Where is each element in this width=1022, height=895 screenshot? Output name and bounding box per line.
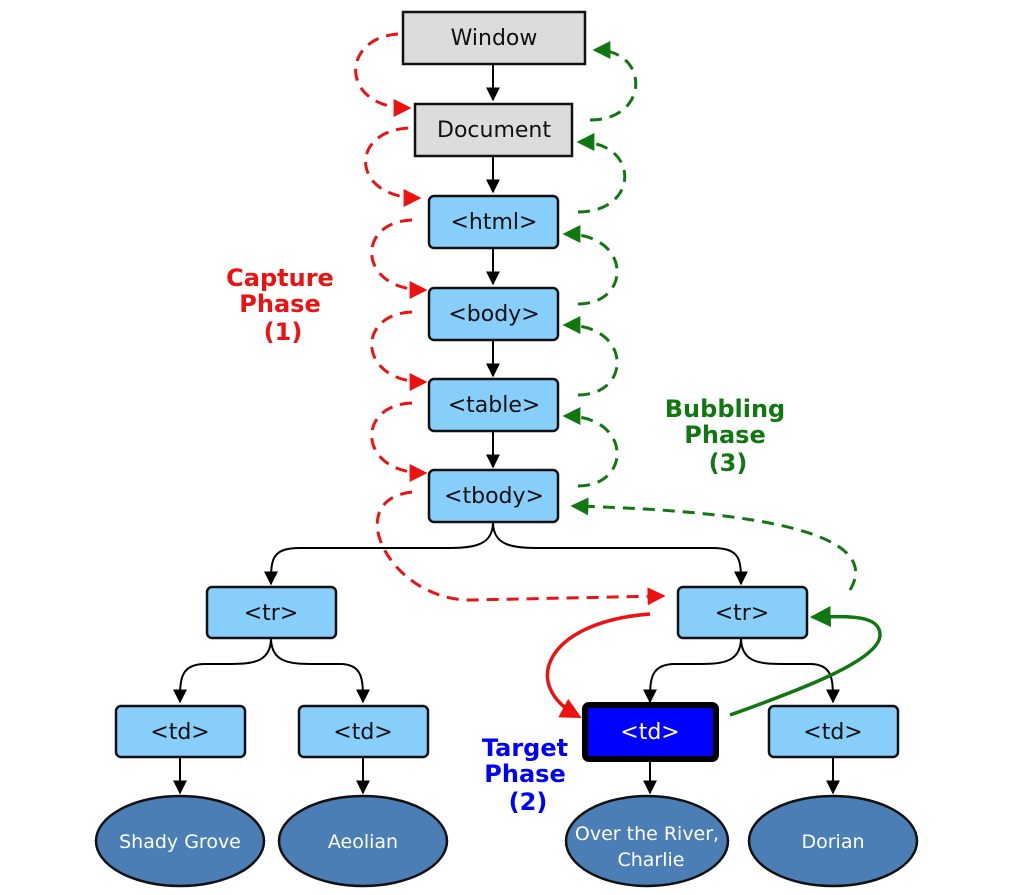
leaf-4-label: Dorian [801, 831, 864, 853]
node-window-label: Window [451, 26, 538, 51]
node-html: <html> [427, 194, 560, 250]
capture-arrow-document-html [364, 126, 422, 207]
target-arrow-tr-td [545, 612, 651, 718]
bubbling-arrows [562, 41, 882, 717]
node-tr-right-label: <tr> [715, 601, 770, 626]
node-html-box [427, 194, 560, 250]
node-tr-left: <tr> [205, 585, 338, 640]
node-td-4-label: <td> [803, 720, 862, 745]
node-table: <table> [427, 377, 560, 433]
bubble-arrow-tr-tbody [570, 497, 857, 591]
node-tr-right-box [676, 585, 809, 640]
target-phase-line2: Phase [484, 760, 565, 788]
tree-edges [173, 64, 840, 795]
capture-arrows [354, 32, 666, 718]
node-table-box [427, 377, 560, 433]
node-document: Document [413, 102, 574, 158]
bubble-arrow-table-body [562, 316, 619, 397]
node-td-target-label: <td> [620, 720, 679, 745]
edge-tr-right-td3 [643, 637, 742, 704]
edge-tr-left-td1 [173, 637, 272, 704]
node-window: Window [401, 10, 587, 66]
node-html-label: <html> [451, 210, 538, 235]
node-tbody: <tbody> [427, 468, 560, 524]
capture-arrow-body-table [370, 310, 428, 391]
capture-phase-line1: Capture [226, 264, 334, 292]
node-td-2-box [297, 704, 430, 759]
node-td-target-box [582, 702, 719, 762]
node-td-2-label: <td> [333, 720, 392, 745]
leaf-2-label: Aeolian [328, 831, 398, 853]
capture-arrow-html-body [370, 218, 428, 299]
node-document-box [413, 102, 574, 158]
node-body: <body> [427, 286, 560, 342]
bubble-arrow-html-document [576, 133, 627, 214]
node-body-box [427, 286, 560, 342]
leaf-4: Dorian [747, 794, 919, 888]
edge-tr-left-td2 [270, 637, 370, 704]
node-td-2: <td> [297, 704, 430, 759]
capture-arrow-tbody-tr [375, 490, 666, 606]
node-body-label: <body> [448, 302, 539, 327]
node-td-target: <td> [582, 702, 719, 762]
node-tbody-box [427, 468, 560, 524]
bubbling-phase-line1: Bubbling [665, 395, 785, 423]
bubbling-phase-label: Bubbling Phase (3) [665, 395, 785, 477]
target-phase-line3: (2) [509, 788, 548, 816]
leaf-1-label: Shady Grove [119, 831, 241, 853]
leaf-3-shape [564, 794, 730, 888]
leaf-2: Aeolian [277, 794, 449, 888]
capture-phase-label: Capture Phase (1) [226, 264, 334, 346]
node-document-label: Document [437, 118, 551, 143]
leaf-3-label-line2: Charlie [617, 849, 684, 871]
edge-tbody-tr-left [264, 521, 494, 586]
node-td-1-label: <td> [150, 720, 209, 745]
leaf-3: Over the River, Charlie [564, 794, 730, 888]
bubble-arrow-document-window [589, 41, 638, 122]
node-tbody-label: <tbody> [444, 484, 544, 509]
bubbling-phase-line3: (3) [709, 449, 748, 477]
node-tr-right: <tr> [676, 585, 809, 640]
node-td-4: <td> [767, 704, 900, 759]
node-td-1-box [114, 704, 247, 759]
capture-arrow-window-document [354, 32, 412, 117]
bubble-arrow-body-html [562, 225, 619, 306]
node-window-box [401, 10, 587, 66]
capture-phase-line2: Phase [239, 290, 320, 318]
leaf-1-shape [94, 794, 266, 888]
leaf-4-shape [747, 794, 919, 888]
bubbling-phase-line2: Phase [684, 421, 765, 449]
node-tr-left-box [205, 585, 338, 640]
edge-tr-right-td4 [740, 637, 840, 704]
node-tr-left-label: <tr> [244, 601, 299, 626]
target-phase-label: Target Phase (2) [482, 734, 568, 816]
target-phase-line1: Target [482, 734, 568, 762]
capture-phase-line3: (1) [264, 318, 303, 346]
leaf-2-shape [277, 794, 449, 888]
bubble-arrow-tbody-table [562, 407, 619, 488]
node-td-4-box [767, 704, 900, 759]
edge-tbody-tr-right [492, 521, 748, 586]
leaf-3-label-line1: Over the River, [575, 823, 719, 845]
bubble-arrow-td-tr [729, 606, 882, 717]
node-table-label: <table> [448, 393, 541, 418]
leaf-1: Shady Grove [94, 794, 266, 888]
node-td-1: <td> [114, 704, 247, 759]
capture-arrow-table-tbody [370, 401, 428, 482]
